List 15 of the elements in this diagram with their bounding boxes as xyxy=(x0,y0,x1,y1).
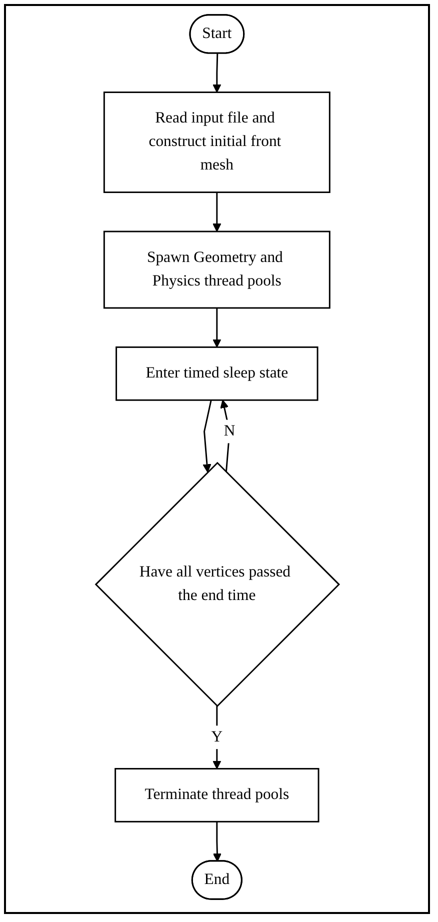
node-box xyxy=(103,230,330,308)
arrow xyxy=(212,821,222,862)
node-box xyxy=(103,91,330,193)
arrow xyxy=(220,399,230,472)
arrow xyxy=(202,399,212,472)
edge-label: N xyxy=(223,422,235,439)
node-diamond xyxy=(94,461,340,707)
flowchart: Start Read input file and construct initial front mesh Spawn Geometry and Physics thread pools Enter timed sleep state N Have all vertices passed the end time Y Terminate thread pools End xyxy=(88,6,346,906)
arrow xyxy=(212,307,221,348)
arrow xyxy=(212,53,221,92)
node-box xyxy=(114,768,319,822)
arrow xyxy=(212,706,221,769)
arrow xyxy=(212,192,221,232)
edge-label: Y xyxy=(210,728,222,745)
node-box xyxy=(115,346,318,400)
